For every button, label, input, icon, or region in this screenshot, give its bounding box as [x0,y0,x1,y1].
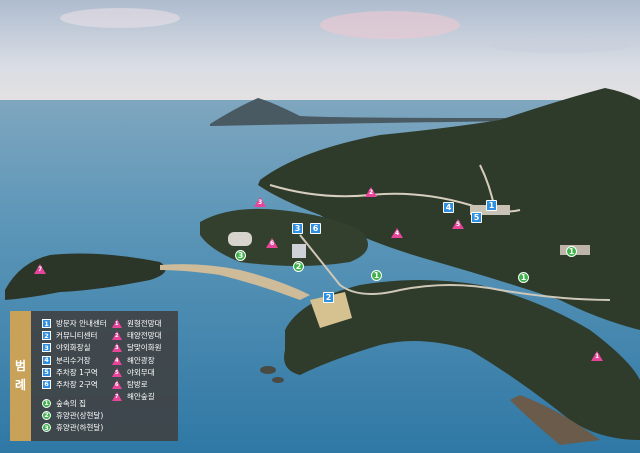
facility-square-icon: 3 [42,343,51,353]
legend-item: 1 숲속의 집 [42,398,107,410]
attraction-triangle-icon: 5 [112,367,122,377]
legend-item: 5 야외무대 [112,366,162,378]
attraction-triangle-icon: 1 [112,319,122,329]
legend-left-column: 1 방문자 안내센터 2 커뮤니티센터 3 야외화장실 4 분리수거장 5 주차장 1구역… [42,318,107,434]
map-marker-attraction-round-observatory[interactable]: 1 [591,351,603,361]
map-marker-attraction-trail[interactable]: 6 [266,238,278,248]
legend-title: 범 례 [10,311,31,441]
legend-title-char: 례 [14,378,27,392]
legend-label: 방문자 안내센터 [56,319,107,329]
legend-item: 2 휴양관(상현달) [42,410,107,422]
legend-label: 휴양관(하현달) [56,423,104,432]
map-legend: 범 례 1 방문자 안내센터 2 커뮤니티센터 3 야외화장실 4 분리수거장 5 주차장… [10,311,178,441]
legend-label: 숲속의 집 [56,398,86,408]
legend-label: 태양전망대 [127,331,162,341]
legend-label: 탐방로 [127,379,148,389]
legend-item: 3 휴양관(하현달) [42,422,107,434]
facility-square-icon: 2 [42,331,51,341]
legend-item: 6 탐방로 [112,378,162,390]
facility-square-icon: 4 [42,355,51,365]
lodging-circle-icon: 2 [42,410,51,420]
map-marker-attraction-coastal-forest-path[interactable]: 7 [34,264,46,274]
legend-item: 4 분리수거장 [42,354,107,366]
legend-label: 해안숲길 [127,391,155,401]
map-marker-lodging-1c[interactable]: 1 [566,246,577,257]
map-marker-facility-1[interactable]: 1 [486,200,497,211]
attraction-triangle-icon: 3 [112,343,122,353]
map-marker-lodging-2[interactable]: 2 [293,261,304,272]
legend-label: 원형전망대 [127,319,162,329]
legend-item: 1 원형전망대 [112,318,162,330]
map-marker-lodging-1a[interactable]: 1 [371,270,382,281]
facility-square-icon: 5 [42,367,51,377]
legend-item: 2 태양전망대 [112,330,162,342]
map-marker-lodging-3[interactable]: 3 [235,250,246,261]
distant-island [210,98,520,126]
legend-label: 야외무대 [127,367,155,377]
attraction-triangle-icon: 4 [112,355,122,365]
legend-item: 3 달맞이화원 [112,342,162,354]
legend-label: 주차장 1구역 [56,367,98,377]
legend-label: 휴양관(상현달) [56,410,104,420]
legend-label: 야외화장실 [56,343,91,353]
lodging-circle-icon: 3 [42,423,51,432]
legend-item: 3 야외화장실 [42,342,107,354]
attraction-triangle-icon: 2 [112,331,122,341]
legend-item: 1 방문자 안내센터 [42,318,107,330]
map-marker-parking-1[interactable]: 5 [471,212,482,223]
legend-label: 커뮤니티센터 [56,331,98,341]
facility-square-icon: 1 [42,319,51,329]
map-marker-visitor-center[interactable]: 4 [443,202,454,213]
map-marker-community-center[interactable]: 2 [323,292,334,303]
attraction-triangle-icon: 7 [112,391,122,401]
map-marker-attraction-sun-observatory[interactable]: 2 [365,187,377,197]
legend-label: 주차장 2구역 [56,379,98,389]
south-peninsula [284,280,640,440]
map-marker-attraction-coastal-plaza[interactable]: 4 [391,228,403,238]
map-marker-lodging-1b[interactable]: 1 [518,272,529,283]
legend-item: 2 커뮤니티센터 [42,330,107,342]
legend-item: 4 해안광장 [112,354,162,366]
sun-observatory-structure [310,292,352,328]
legend-item: 6 주차장 2구역 [42,378,107,390]
legend-title-char: 범 [14,358,27,373]
legend-item: 5 주차장 1구역 [42,366,107,378]
lodging-circle-icon: 1 [42,398,51,408]
map-marker-attraction-outdoor-stage[interactable]: 5 [452,219,464,229]
legend-label: 해안광장 [127,355,155,365]
legend-item: 7 해안숲길 [112,391,162,403]
map-marker-parking-2[interactable]: 6 [310,223,321,234]
facility-square-icon: 6 [42,379,51,389]
legend-label: 달맞이화원 [127,343,162,353]
legend-label: 분리수거장 [56,355,91,365]
map-marker-attraction-moon-garden[interactable]: 3 [254,197,266,207]
attraction-triangle-icon: 6 [112,379,122,389]
map-marker-restroom[interactable]: 3 [292,223,303,234]
beach [160,264,310,300]
